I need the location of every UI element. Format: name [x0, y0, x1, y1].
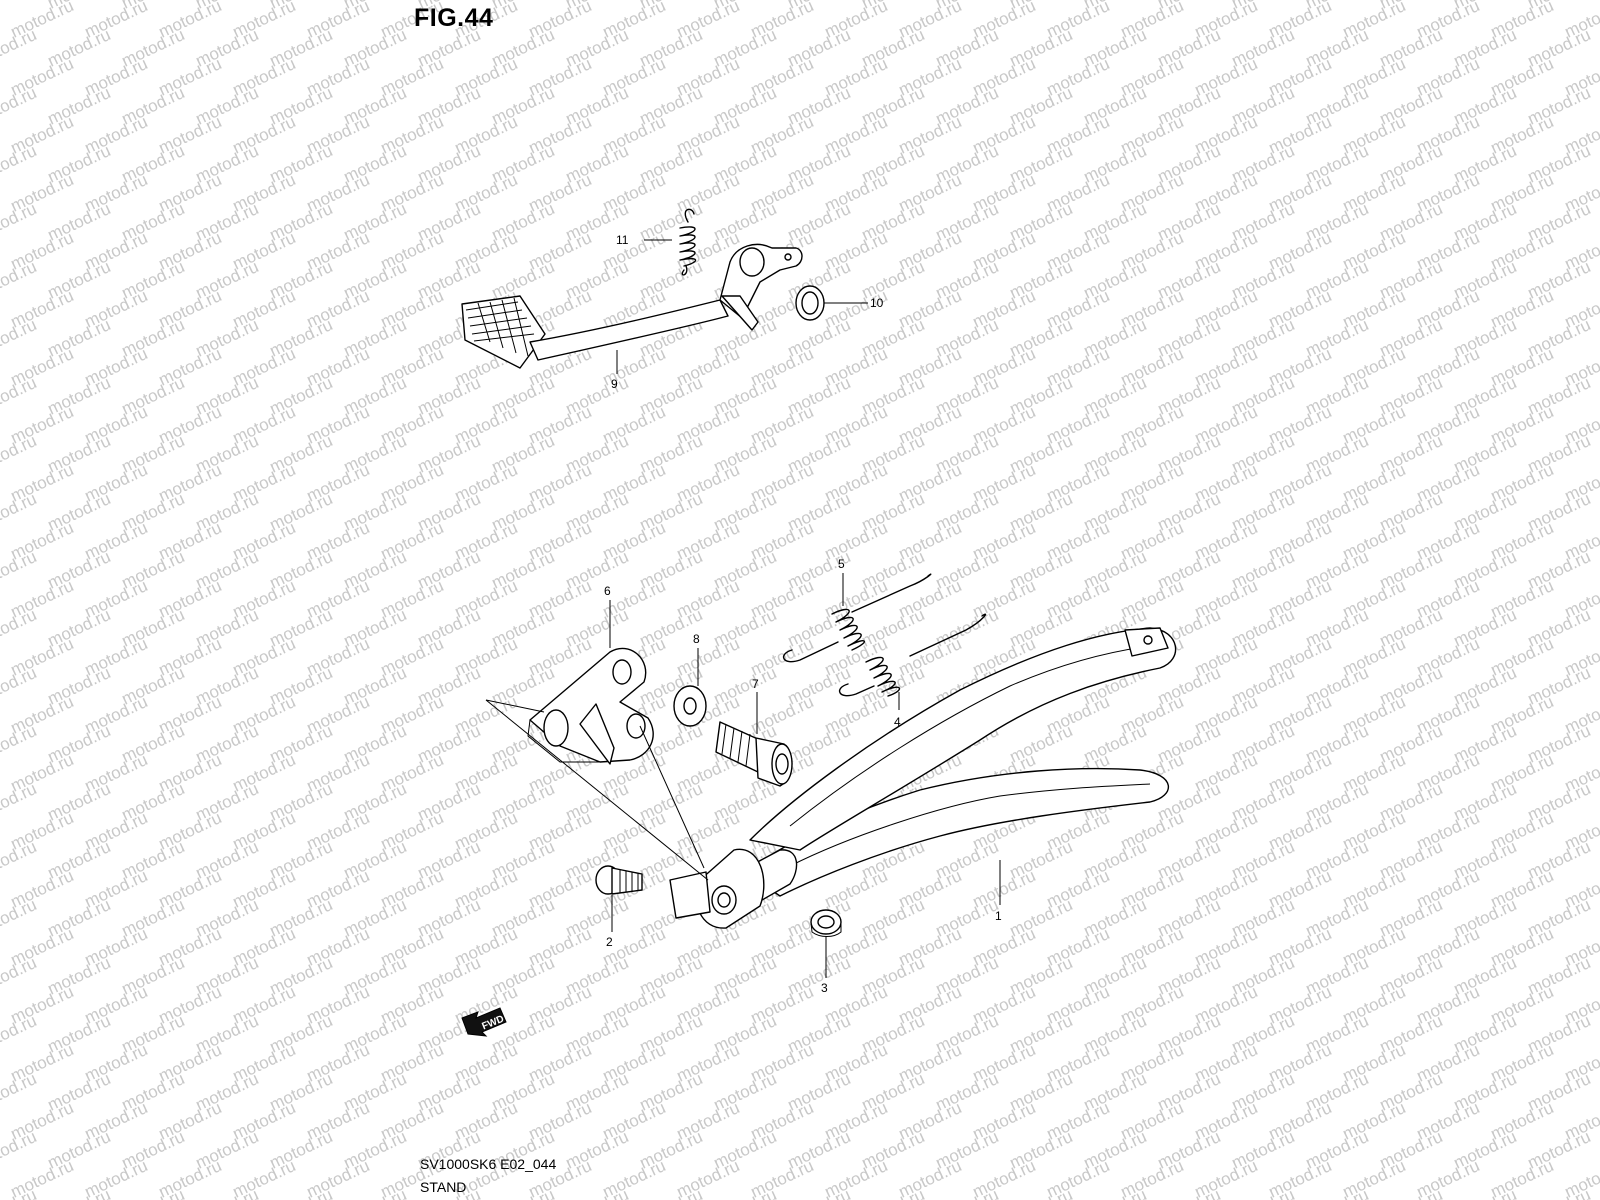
fwd-arrow-icon: FWD [461, 1007, 507, 1037]
callout-label: 11 [616, 233, 629, 247]
callout-label: 3 [821, 981, 828, 995]
callout-9: 9 [611, 350, 618, 391]
stand-bolt [595, 865, 643, 895]
side-stand [744, 627, 1177, 901]
callout-6: 6 [604, 584, 611, 648]
callout-label: 10 [870, 296, 884, 310]
callout-label: 7 [752, 677, 759, 691]
gear-shift-lever [461, 243, 803, 369]
callout-label: 2 [606, 935, 613, 949]
shift-washer [795, 285, 825, 321]
callout-label: 5 [838, 557, 845, 571]
callout-1: 1 [995, 860, 1002, 923]
figure-code: SV1000SK6 E02_044 [420, 1156, 557, 1172]
stand-nut [810, 909, 842, 937]
callout-label: 9 [611, 377, 618, 391]
callout-11: 11 [616, 233, 672, 247]
callout-7: 7 [752, 677, 759, 734]
stand-spring-outer [782, 573, 932, 663]
callout-3: 3 [821, 936, 828, 995]
callout-5: 5 [838, 557, 845, 606]
callout-10: 10 [824, 296, 884, 310]
callout-label: 4 [894, 715, 901, 729]
washer [673, 685, 707, 727]
return-spring [679, 208, 697, 276]
callout-2: 2 [606, 895, 613, 949]
callout-label: 1 [995, 909, 1002, 923]
figure-title: FIG.44 [414, 4, 494, 32]
callout-label: 8 [693, 632, 700, 646]
stand-bracket [527, 647, 654, 765]
callout-label: 6 [604, 584, 611, 598]
stand-spring-inner [838, 613, 987, 697]
callout-8: 8 [693, 632, 700, 686]
bracket-bolt [715, 721, 793, 787]
callout-4: 4 [894, 692, 901, 729]
figure-name: STAND [420, 1179, 467, 1195]
